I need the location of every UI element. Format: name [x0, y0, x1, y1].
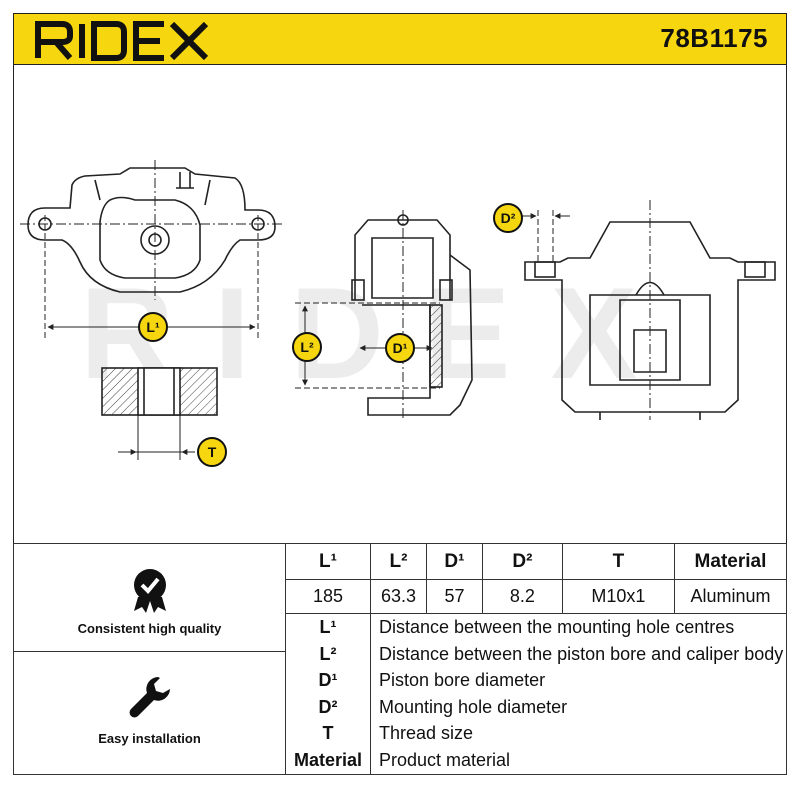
legend-key: D¹ — [286, 667, 371, 694]
legend-key: D² — [286, 693, 371, 721]
spec-value: 185 — [285, 579, 371, 614]
quality-badge-icon — [133, 569, 166, 613]
spec-header: L¹ — [285, 543, 371, 580]
badge-l1: L¹ — [138, 312, 168, 342]
legend-desc: Thread size — [379, 723, 474, 744]
legend-key: Material — [286, 746, 371, 774]
spec-header: T — [561, 543, 675, 580]
spec-header: D² — [481, 543, 563, 580]
spec-value: Aluminum — [673, 579, 788, 614]
spec-value: 57 — [425, 579, 483, 614]
legend-desc: Piston bore diameter — [379, 670, 546, 691]
legend-desc: Distance between the mounting hole centr… — [379, 617, 735, 637]
spec-header: Material — [673, 543, 788, 580]
feature-quality: Consistent high quality — [13, 543, 286, 652]
spec-header: L² — [369, 543, 427, 580]
feature-installation: Easy installation — [13, 650, 286, 775]
legend-key: L¹ — [286, 614, 371, 641]
badge-d2: D² — [493, 203, 523, 233]
spec-value: 63.3 — [369, 579, 427, 614]
feature-quality-label: Consistent high quality — [77, 621, 222, 636]
part-number: 78B1175 — [660, 23, 768, 53]
spec-header: D¹ — [425, 543, 483, 580]
legend-desc: Distance between the piston bore and cal… — [379, 643, 784, 664]
badge-t: T — [197, 437, 227, 467]
watermark-text: RIDEX — [80, 260, 678, 406]
legend-desc: Mounting hole diameter — [379, 696, 568, 717]
diagram-frame — [13, 64, 787, 543]
legend-key: L² — [286, 640, 371, 668]
legend-key: T — [286, 720, 371, 747]
spec-value: M10x1 — [561, 579, 675, 614]
ridex-logo — [35, 21, 209, 61]
badge-l2: L² — [292, 332, 322, 362]
wrench-icon — [129, 676, 170, 718]
badge-d1: D¹ — [385, 333, 415, 363]
header-bar: 78B1175 — [13, 13, 787, 65]
legend-desc: Product material — [379, 749, 511, 770]
legend-table: L¹ Distance between the mounting hole ce… — [285, 613, 787, 775]
feature-installation-label: Easy installation — [98, 730, 201, 746]
specs-table: Consistent high quality L¹ L² D¹ D² T Ma… — [13, 543, 788, 775]
spec-value: 8.2 — [481, 579, 563, 614]
